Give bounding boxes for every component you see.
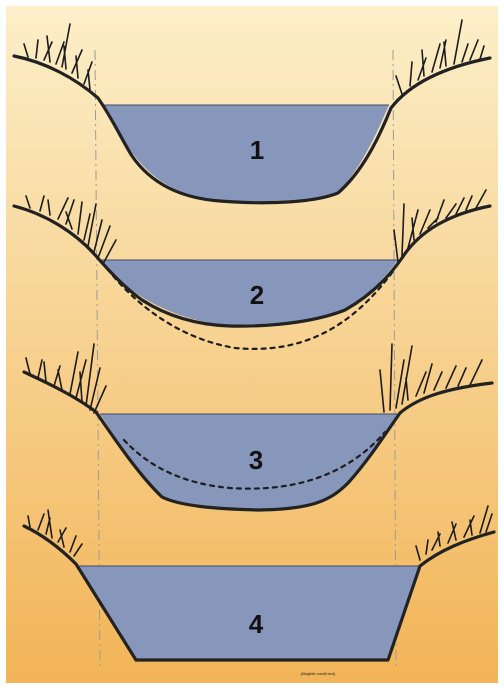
copyright-credit: (Illegible credit text) [301, 671, 336, 676]
section-4-label: 4 [249, 609, 264, 639]
section-3-label: 3 [249, 445, 263, 475]
section-1-label: 1 [250, 135, 264, 165]
section-2-label: 2 [250, 280, 264, 310]
